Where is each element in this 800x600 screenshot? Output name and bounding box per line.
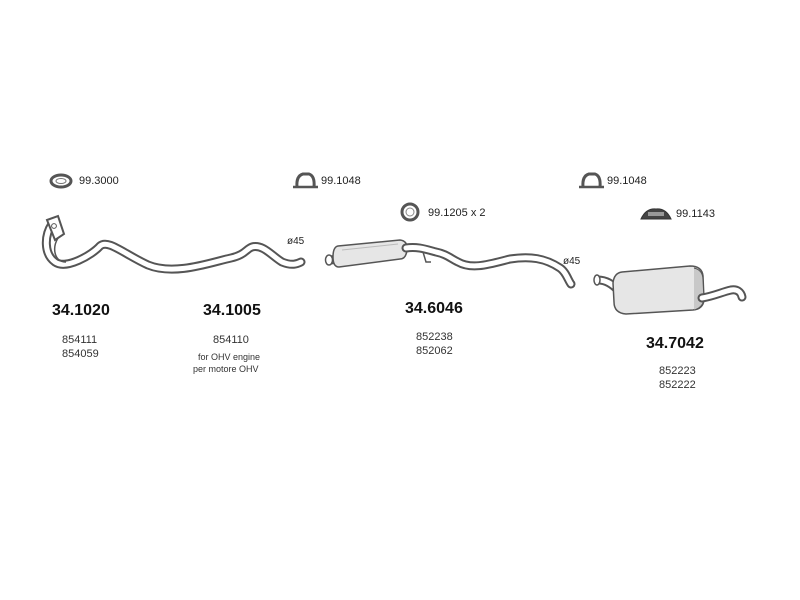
reference-number: 854059 [62,348,99,360]
diameter-label: ø45 [563,256,581,267]
engine-note: for OHV engine [198,352,261,362]
ring-label: 99.1205 x 2 [428,207,486,219]
gasket-icon [49,173,73,189]
part-number: 34.1020 [52,302,110,319]
rear-silencer-shape [593,265,747,315]
rubber-mount-label: 99.1143 [676,208,715,220]
gasket-label: 99.3000 [79,175,119,187]
reference-number: 852223 [659,365,696,377]
ring-icon [400,202,420,222]
front-pipe-shape [41,214,306,274]
reference-number: 854110 [213,334,249,346]
reference-number: 852062 [416,345,453,357]
engine-note: per motore OHV [193,364,259,374]
middle-silencer-shape [324,239,576,289]
clamp-label: 99.1048 [321,175,361,187]
clamp-icon [579,172,604,189]
clamp-label: 99.1048 [607,175,647,187]
reference-number: 852222 [659,379,696,391]
reference-number: 852238 [416,331,453,343]
clamp-icon [293,172,318,189]
diameter-label: ø45 [287,236,305,247]
part-number: 34.1005 [203,302,261,319]
part-number: 34.7042 [646,335,704,352]
rubber-mount-icon [640,208,672,220]
reference-number: 854111 [62,334,98,346]
part-number: 34.6046 [405,300,463,317]
